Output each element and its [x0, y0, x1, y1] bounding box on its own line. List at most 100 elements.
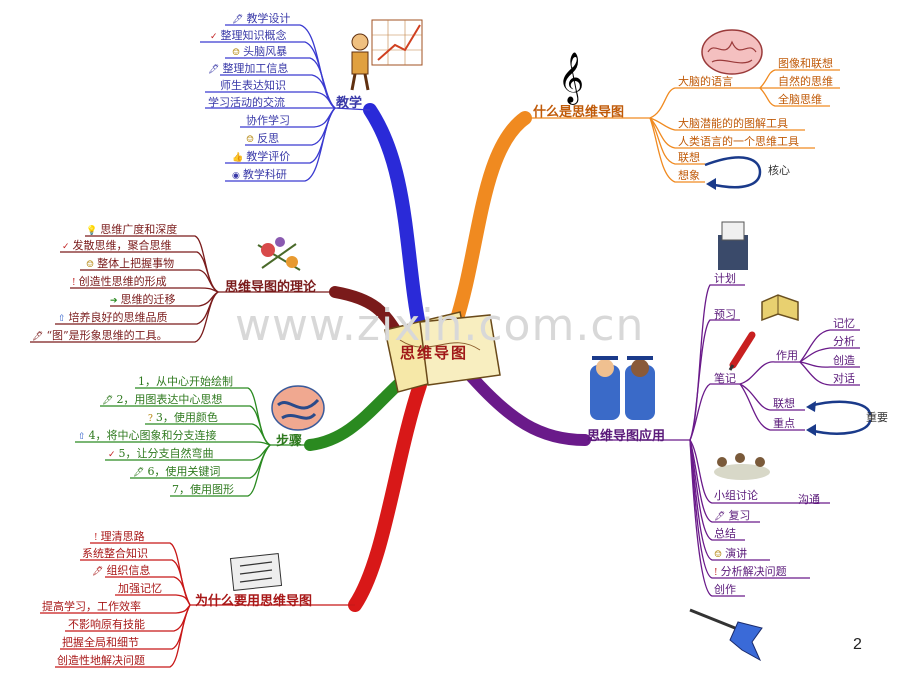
step-item-label: 2，用图表达中心思想: [116, 393, 223, 406]
apply-lines: [585, 284, 860, 597]
apply-item: 笔记: [714, 372, 736, 385]
step-item-label: 1，从中心开始绘制: [138, 375, 233, 388]
apply-item: 小组讨论: [714, 489, 758, 502]
smiley-icon: ☺: [714, 550, 723, 560]
why-item-label: 系统整合知识: [82, 547, 148, 560]
core-arrow: [704, 156, 762, 189]
why-item-label: 提高学习，工作效率: [42, 600, 141, 613]
step-item: 🖋6，使用关键词: [133, 465, 220, 480]
apply-use-item: 分析: [833, 335, 855, 348]
branch-teaching-trunk: [363, 103, 427, 337]
apply-communicate: 沟通: [798, 493, 820, 506]
apply-use-item: 对话: [833, 372, 855, 385]
why-item: 不影响原有技能: [68, 618, 145, 631]
step-item: 7，使用图形: [172, 483, 234, 496]
teaching-item-label: 协作学习: [246, 114, 290, 127]
branch-what-trunk: [448, 111, 532, 332]
what-item-brain-language: 大脑的语言: [678, 75, 733, 88]
theory-item: ➔思维的迁移: [110, 293, 176, 308]
teaching-item: 🖋整理加工信息: [208, 62, 288, 77]
theory-item-label: 思维的迁移: [120, 293, 176, 306]
page-number: 2: [853, 636, 862, 653]
teaching-item-label: 整理知识概念: [220, 29, 287, 42]
core-label: 核心: [768, 164, 790, 177]
why-item: 提高学习，工作效率: [42, 600, 141, 613]
apply-item: 计划: [714, 272, 736, 285]
teaching-lines: [200, 24, 371, 182]
why-item-label: 加强记忆: [118, 582, 162, 595]
step-item: ⇧4，将中心图象和分支连接: [78, 429, 217, 444]
step-item-label: 7，使用图形: [172, 483, 234, 496]
why-item: 把握全局和细节: [62, 636, 139, 649]
important-arrow-1: [809, 400, 872, 416]
teaching-item: 师生表达知识: [220, 79, 286, 92]
what-sub-item: 图像和联想: [778, 57, 833, 70]
teaching-item-label: 教学设计: [246, 12, 291, 25]
core-arrowhead: [706, 178, 716, 190]
step-item: ?3，使用颜色: [148, 411, 218, 426]
teaching-item-label: 师生表达知识: [220, 79, 286, 92]
theory-item: 💡思维广度和深度: [86, 223, 177, 238]
branch-title-what: 什么是思维导图: [533, 105, 625, 120]
teacher-chart-icon: [350, 19, 423, 91]
what-item: 人类语言的一个思维工具: [678, 135, 799, 148]
apply-item-label: 分析解决问题: [720, 565, 787, 578]
why-item: 🖋组织信息: [92, 564, 150, 579]
apply-item: 🖋复习: [714, 509, 750, 524]
pen-icon: 🖋: [714, 512, 726, 522]
theory-item-label: 创造性思维的形成: [78, 275, 167, 288]
why-lines: [40, 542, 355, 668]
theory-lines: [30, 235, 335, 343]
center-image: [384, 311, 501, 393]
smiley-icon: ☺: [232, 48, 241, 58]
newspaper-icon: [229, 553, 283, 591]
theory-item-label: 发散思维，聚合思维: [72, 239, 172, 252]
step-item: ✓5，让分支自然弯曲: [108, 447, 214, 462]
brain-colored-icon: [271, 385, 325, 431]
check-icon: ✓: [210, 32, 218, 42]
arrow-right-icon: ➔: [110, 296, 118, 306]
theory-item-label: “图”是形象思维的工具。: [46, 329, 168, 342]
theory-item-label: 培养良好的思维品质: [68, 311, 168, 324]
why-item-label: 创造性地解决问题: [57, 654, 145, 667]
teaching-item-label: 整理加工信息: [222, 62, 289, 75]
pen-icon: 🖋: [232, 15, 244, 25]
important-arrow-2: [809, 419, 872, 435]
apply-use: 作用: [776, 349, 798, 362]
teaching-item: ◉教学科研: [232, 168, 287, 183]
branch-title-steps: 步骤: [276, 434, 303, 449]
pen-icon: 🖋: [32, 332, 44, 342]
why-item: 创造性地解决问题: [57, 654, 145, 667]
theory-item: 🖋“图”是形象思维的工具。: [32, 329, 168, 344]
theory-item: !创造性思维的形成: [72, 275, 167, 290]
teaching-item-label: 头脑风暴: [243, 45, 288, 58]
branch-steps-trunk: [304, 372, 411, 451]
what-lines: [525, 69, 840, 183]
important-label: 重要: [866, 411, 888, 424]
apply-assoc: 联想: [773, 397, 795, 410]
teaching-item: 🖋教学设计: [232, 12, 290, 27]
exclamation-icon: !: [714, 568, 718, 578]
teaching-item: 协作学习: [246, 114, 290, 127]
apply-item: 预习: [714, 308, 736, 321]
what-sub-item: 自然的思维: [778, 75, 833, 88]
branch-apply-trunk: [464, 369, 591, 446]
teaching-item: 学习活动的交流: [208, 96, 285, 109]
arrow-up-icon: ⇧: [78, 432, 86, 442]
exclamation-icon: !: [94, 533, 98, 543]
apply-use-item: 记忆: [833, 317, 855, 330]
why-item: 加强记忆: [118, 582, 162, 595]
branch-title-teaching: 教学: [336, 96, 363, 111]
check-icon: ✓: [108, 450, 116, 460]
step-item-label: 6，使用关键词: [147, 465, 221, 478]
branch-title-apply: 思维导图应用: [587, 429, 666, 444]
branch-why-trunk: [348, 378, 427, 612]
apply-item-label: 演讲: [725, 547, 748, 560]
branch-title-why: 为什么要用思维导图: [195, 594, 313, 609]
pencil-icon: [728, 331, 756, 371]
teaching-item: 👍教学评价: [232, 150, 290, 165]
step-item-label: 5，让分支自然弯曲: [118, 447, 214, 460]
why-item-label: 组织信息: [106, 564, 151, 577]
apply-item-label: 复习: [728, 509, 751, 522]
